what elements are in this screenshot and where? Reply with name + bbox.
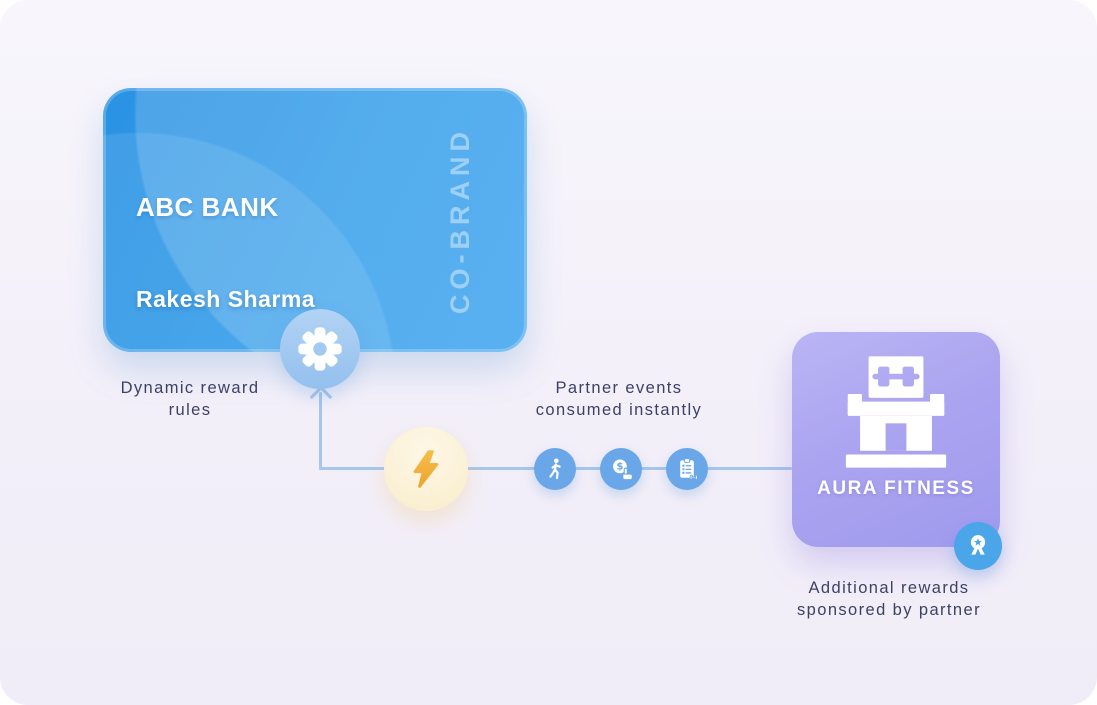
label-dynamic-rules: Dynamic reward rules bbox=[120, 379, 260, 419]
coin-tap-icon: $ bbox=[612, 459, 633, 480]
lightning-badge bbox=[384, 427, 468, 511]
event-node-plan bbox=[666, 448, 708, 490]
svg-text:$: $ bbox=[616, 461, 623, 472]
event-node-spend: $ bbox=[600, 448, 642, 490]
label-partner-rewards: Additional rewards sponsored by partner bbox=[797, 579, 981, 619]
bank-name: ABC BANK bbox=[136, 192, 279, 222]
partner-name: AURA FITNESS bbox=[817, 478, 975, 499]
event-node-activity bbox=[534, 448, 576, 490]
vertical-connector-line bbox=[319, 392, 322, 470]
partner-card: AURA FITNESS bbox=[792, 332, 1000, 547]
gym-building-icon bbox=[844, 356, 948, 468]
cobrand-ribbon: CO-BRAND bbox=[427, 88, 493, 352]
lightning-bolt-icon bbox=[413, 450, 439, 488]
arrow-up-icon bbox=[309, 385, 333, 409]
medal-icon bbox=[963, 531, 993, 561]
award-badge bbox=[954, 522, 1002, 570]
gear-badge bbox=[280, 309, 360, 389]
fitness-checklist-icon bbox=[680, 458, 698, 480]
walking-person-icon bbox=[549, 458, 561, 480]
cobrand-ribbon-label: CO-BRAND bbox=[444, 126, 475, 314]
cardholder-name: Rakesh Sharma bbox=[136, 286, 316, 312]
gear-icon bbox=[294, 323, 346, 375]
label-partner-events: Partner events consumed instantly bbox=[535, 379, 703, 419]
bank-card: ABC BANK Rakesh Sharma bbox=[103, 88, 527, 352]
